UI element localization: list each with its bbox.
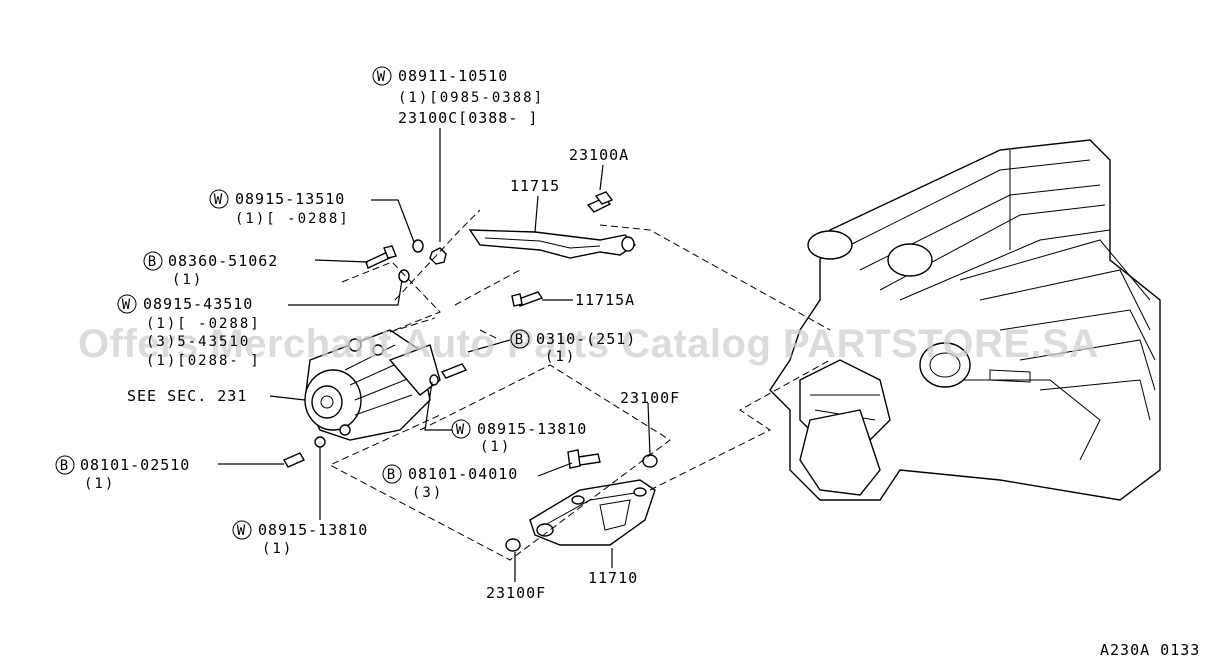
- engine-block-icon: [769, 139, 1161, 501]
- svg-text:W: W: [122, 297, 132, 313]
- callout-08360-51062: B 08360-51062 (1): [143, 251, 278, 288]
- see-section-note: SEE SEC. 231: [127, 387, 247, 405]
- adjusting-bar-icon: [468, 229, 637, 259]
- washer-marker-icon: [209, 189, 229, 209]
- callout-11715: 11715: [510, 177, 560, 195]
- svg-text:W: W: [456, 422, 466, 438]
- bolt-icon: [511, 291, 544, 307]
- callout-08915-13510: W 08915-13510 (1)[ -0288]: [209, 189, 350, 227]
- bolt-marker-icon: [382, 464, 402, 484]
- bolt-icon: [429, 363, 468, 386]
- callout-11715A: 11715A: [575, 291, 635, 309]
- callout-08101-04010: B 08101-04010 (3): [382, 464, 518, 501]
- svg-text:B: B: [60, 458, 70, 474]
- washer-marker-icon: [232, 520, 252, 540]
- callout-08915-43510: W 08915-43510 (1)[ -0288] (3)5-43510 (1)…: [117, 294, 261, 369]
- leader-lines: [218, 128, 651, 582]
- washer-marker-icon: [372, 66, 392, 86]
- bolt-icon: [283, 436, 326, 468]
- part-qty: (1)[ -0288]: [146, 316, 261, 332]
- part-number: 08360-51062: [168, 252, 278, 270]
- bolt-marker-icon: [143, 251, 163, 271]
- part-number: 08915-13510: [235, 190, 345, 208]
- part-number: 08915-13810: [477, 420, 587, 438]
- part-number: 08101-04010: [408, 465, 518, 483]
- part-qty: (3): [412, 485, 443, 501]
- part-alt-qty: (1)[0288- ]: [146, 353, 261, 369]
- callout-23100F-top: 23100F: [620, 389, 680, 407]
- washer-marker-icon: [117, 294, 137, 314]
- watermark-text: Offers Merchant Auto Parts Catalog PARTS…: [78, 322, 1099, 366]
- part-alt: (3)5-43510: [146, 334, 250, 350]
- svg-text:W: W: [214, 192, 224, 208]
- callout-08915-13810-b: W 08915-13810 (1): [232, 520, 368, 557]
- nut-icon: [429, 247, 447, 265]
- bracket-icon: [529, 479, 656, 546]
- washer-marker-icon: [451, 419, 471, 439]
- part-qty: (1): [262, 541, 293, 557]
- svg-text:B: B: [387, 467, 397, 483]
- callout-23100F-bottom: 23100F: [486, 584, 546, 602]
- diagram-code: A230A 0133: [1100, 641, 1200, 659]
- part-number: 08915-13810: [258, 521, 368, 539]
- callout-08915-13810-a: W 08915-13810 (1): [451, 419, 587, 455]
- svg-text:W: W: [377, 69, 387, 85]
- part-number: 08911-10510: [398, 67, 508, 85]
- callout-08911-10510: W 08911-10510 (1)[0985-0388] 23100C[0388…: [372, 66, 544, 127]
- part-qty: (1): [545, 349, 576, 365]
- part-number: 0310-(251): [536, 330, 636, 348]
- part-number: 08101-02510: [80, 456, 190, 474]
- callout-23100A: 23100A: [569, 146, 629, 164]
- part-qty: (1)[0985-0388]: [398, 90, 544, 106]
- svg-text:B: B: [148, 254, 158, 270]
- part-alt: 23100C[0388- ]: [398, 109, 538, 127]
- bolt-marker-icon: [510, 329, 530, 349]
- bolt-icon: [365, 245, 397, 269]
- bolt-icon: [586, 191, 614, 213]
- callout-11710: 11710: [588, 569, 638, 587]
- bolt-icon: [567, 449, 601, 469]
- callout-0310: B 0310-(251) (1): [510, 329, 636, 365]
- svg-text:W: W: [237, 523, 247, 539]
- part-number: 08915-43510: [143, 295, 253, 313]
- part-qty: (1): [172, 272, 203, 288]
- alternator-icon: [304, 329, 441, 441]
- svg-text:B: B: [515, 332, 525, 348]
- part-qty: (1)[ -0288]: [235, 211, 350, 227]
- washer-icon: [505, 454, 658, 552]
- part-qty: (1): [480, 439, 511, 455]
- callout-08101-02510: B 08101-02510 (1): [55, 455, 190, 492]
- washer-icon: [398, 239, 424, 283]
- part-qty: (1): [84, 476, 115, 492]
- bolt-marker-icon: [55, 455, 75, 475]
